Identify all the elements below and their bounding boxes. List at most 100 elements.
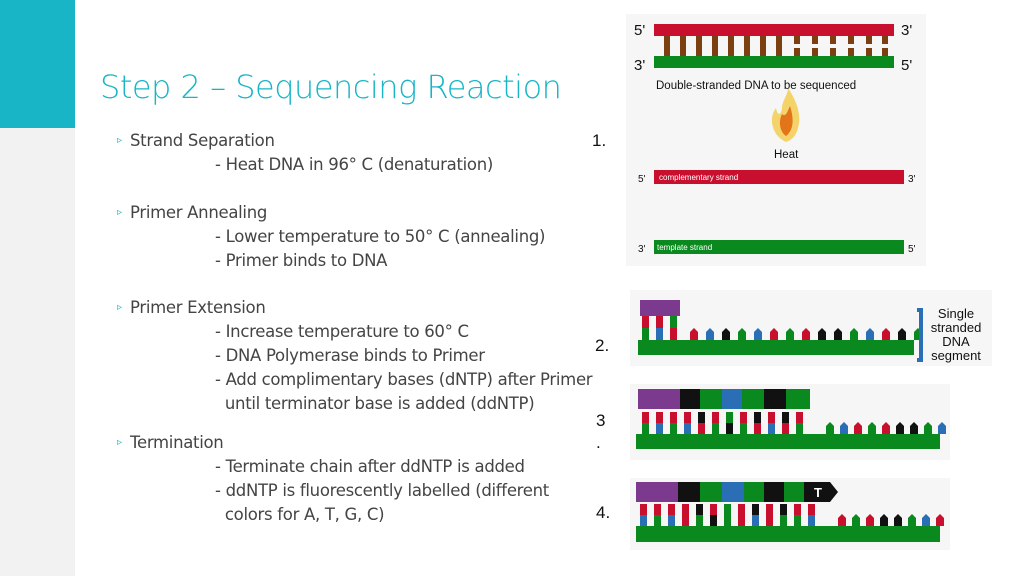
nucleotide-base xyxy=(852,514,860,526)
template-strand-label: template strand xyxy=(657,243,712,252)
nucleotide-base xyxy=(866,514,874,526)
nucleotide-base xyxy=(840,422,848,434)
base-pair-segment xyxy=(738,515,745,526)
base-pair-segment xyxy=(698,412,705,423)
base-pair-segment xyxy=(780,504,787,515)
termination-diagram: T xyxy=(630,478,950,550)
base-pair-segment xyxy=(726,412,733,423)
nucleotide-base xyxy=(866,328,874,340)
section-heading-termination: Termination xyxy=(130,433,224,452)
bullet-icon: ▹ xyxy=(117,302,123,313)
complementary-strand xyxy=(654,170,904,184)
single-strand-label-3: DNA xyxy=(942,334,970,349)
base-pair-segment xyxy=(654,515,661,526)
paired-bases xyxy=(640,504,815,526)
base-pair-segment xyxy=(726,423,733,434)
section-heading-strand-separation: Strand Separation xyxy=(130,131,275,150)
primer-extension-diagram xyxy=(630,384,950,460)
base-pair-segment xyxy=(782,412,789,423)
segment-bracket xyxy=(917,308,923,362)
nucleotide-base xyxy=(770,328,778,340)
base-pair-segment xyxy=(780,515,787,526)
nucleotide-base xyxy=(850,328,858,340)
nucleotide-base xyxy=(922,514,930,526)
base-pair-segment xyxy=(782,423,789,434)
complementary-5prime: 5' xyxy=(638,174,646,185)
nucleotide-base xyxy=(786,328,794,340)
base-pair-segment xyxy=(724,504,731,515)
base-pair-segment xyxy=(654,504,661,515)
base-pair-segment xyxy=(710,504,717,515)
base-pair-segment xyxy=(796,412,803,423)
base-pair-segment xyxy=(640,504,647,515)
nucleotide-base xyxy=(910,422,918,434)
base-pair-segment xyxy=(740,423,747,434)
terminated-strand xyxy=(636,482,838,502)
exposed-template-bases xyxy=(826,422,946,434)
base-pair-segment xyxy=(682,504,689,515)
section-line: - DNA Polymerase binds to Primer xyxy=(215,346,485,365)
primer-base-pairs xyxy=(642,316,677,340)
base-pair-segment xyxy=(712,423,719,434)
single-strand-label-2: stranded xyxy=(931,320,982,335)
nucleotide-base xyxy=(882,328,890,340)
bullet-icon: ▹ xyxy=(117,207,123,218)
bottom-5prime-label: 5' xyxy=(901,57,912,74)
nucleotide-base xyxy=(690,328,698,340)
template-5prime: 5' xyxy=(908,244,916,255)
accent-block xyxy=(0,0,75,128)
nucleotide-base xyxy=(838,514,846,526)
base-pair-segment xyxy=(642,423,649,434)
template-strand xyxy=(636,434,940,449)
base-pair-segment xyxy=(696,504,703,515)
section-heading-primer-extension: Primer Extension xyxy=(130,298,266,317)
base-pair-segment xyxy=(766,515,773,526)
template-3prime: 3' xyxy=(638,244,646,255)
single-strand-label-1: Single xyxy=(938,306,974,321)
section-heading-primer-annealing: Primer Annealing xyxy=(130,203,268,222)
base-pair-segment xyxy=(712,412,719,423)
base-pairs xyxy=(664,36,888,56)
base-pair-segment xyxy=(640,515,647,526)
section-line: until terminator base is added (ddNTP) xyxy=(215,394,535,413)
primer-block xyxy=(640,300,680,316)
base-pair-segment xyxy=(754,423,761,434)
section-line: - Increase temperature to 60° C xyxy=(215,322,469,341)
nucleotide-base xyxy=(826,422,834,434)
template-strand xyxy=(638,340,914,355)
nucleotide-base xyxy=(924,422,932,434)
nucleotide-base xyxy=(896,422,904,434)
base-pair-segment xyxy=(740,412,747,423)
bullet-icon: ▹ xyxy=(117,437,123,448)
top-3prime-label: 3' xyxy=(901,22,912,39)
section-line: - Lower temperature to 50° C (annealing) xyxy=(215,227,546,246)
top-strand-red xyxy=(654,24,894,36)
base-pair-segment xyxy=(796,423,803,434)
base-pair-segment xyxy=(668,515,675,526)
base-pair-segment xyxy=(794,515,801,526)
base-pair-segment xyxy=(670,412,677,423)
exposed-template-bases xyxy=(690,328,922,340)
section-line: - ddNTP is fluorescently labelled (diffe… xyxy=(215,481,549,500)
base-pair-segment xyxy=(668,504,675,515)
base-pair-segment xyxy=(808,515,815,526)
base-pair-segment xyxy=(768,412,775,423)
denaturation-diagram: 5' 3' 3' 5' Double-stranded DNA to be se… xyxy=(626,14,926,266)
top-5prime-label: 5' xyxy=(634,22,645,39)
complementary-strand-label: complementary strand xyxy=(659,173,738,182)
base-pair-segment xyxy=(766,504,773,515)
nucleotide-base xyxy=(802,328,810,340)
step-number-4: 4. xyxy=(596,503,611,522)
nucleotide-base xyxy=(854,422,862,434)
base-pair-segment xyxy=(682,515,689,526)
slide-title: Step 2 – Sequencing Reaction xyxy=(100,68,562,106)
bottom-strand-green xyxy=(654,56,894,68)
base-pair-segment xyxy=(710,515,717,526)
template-strand xyxy=(636,526,940,542)
nucleotide-base xyxy=(818,328,826,340)
complementary-3prime: 3' xyxy=(908,174,916,185)
base-pair-segment xyxy=(724,515,731,526)
base-pair-segment xyxy=(752,504,759,515)
bottom-3prime-label: 3' xyxy=(634,57,645,74)
extended-strand xyxy=(638,389,810,409)
